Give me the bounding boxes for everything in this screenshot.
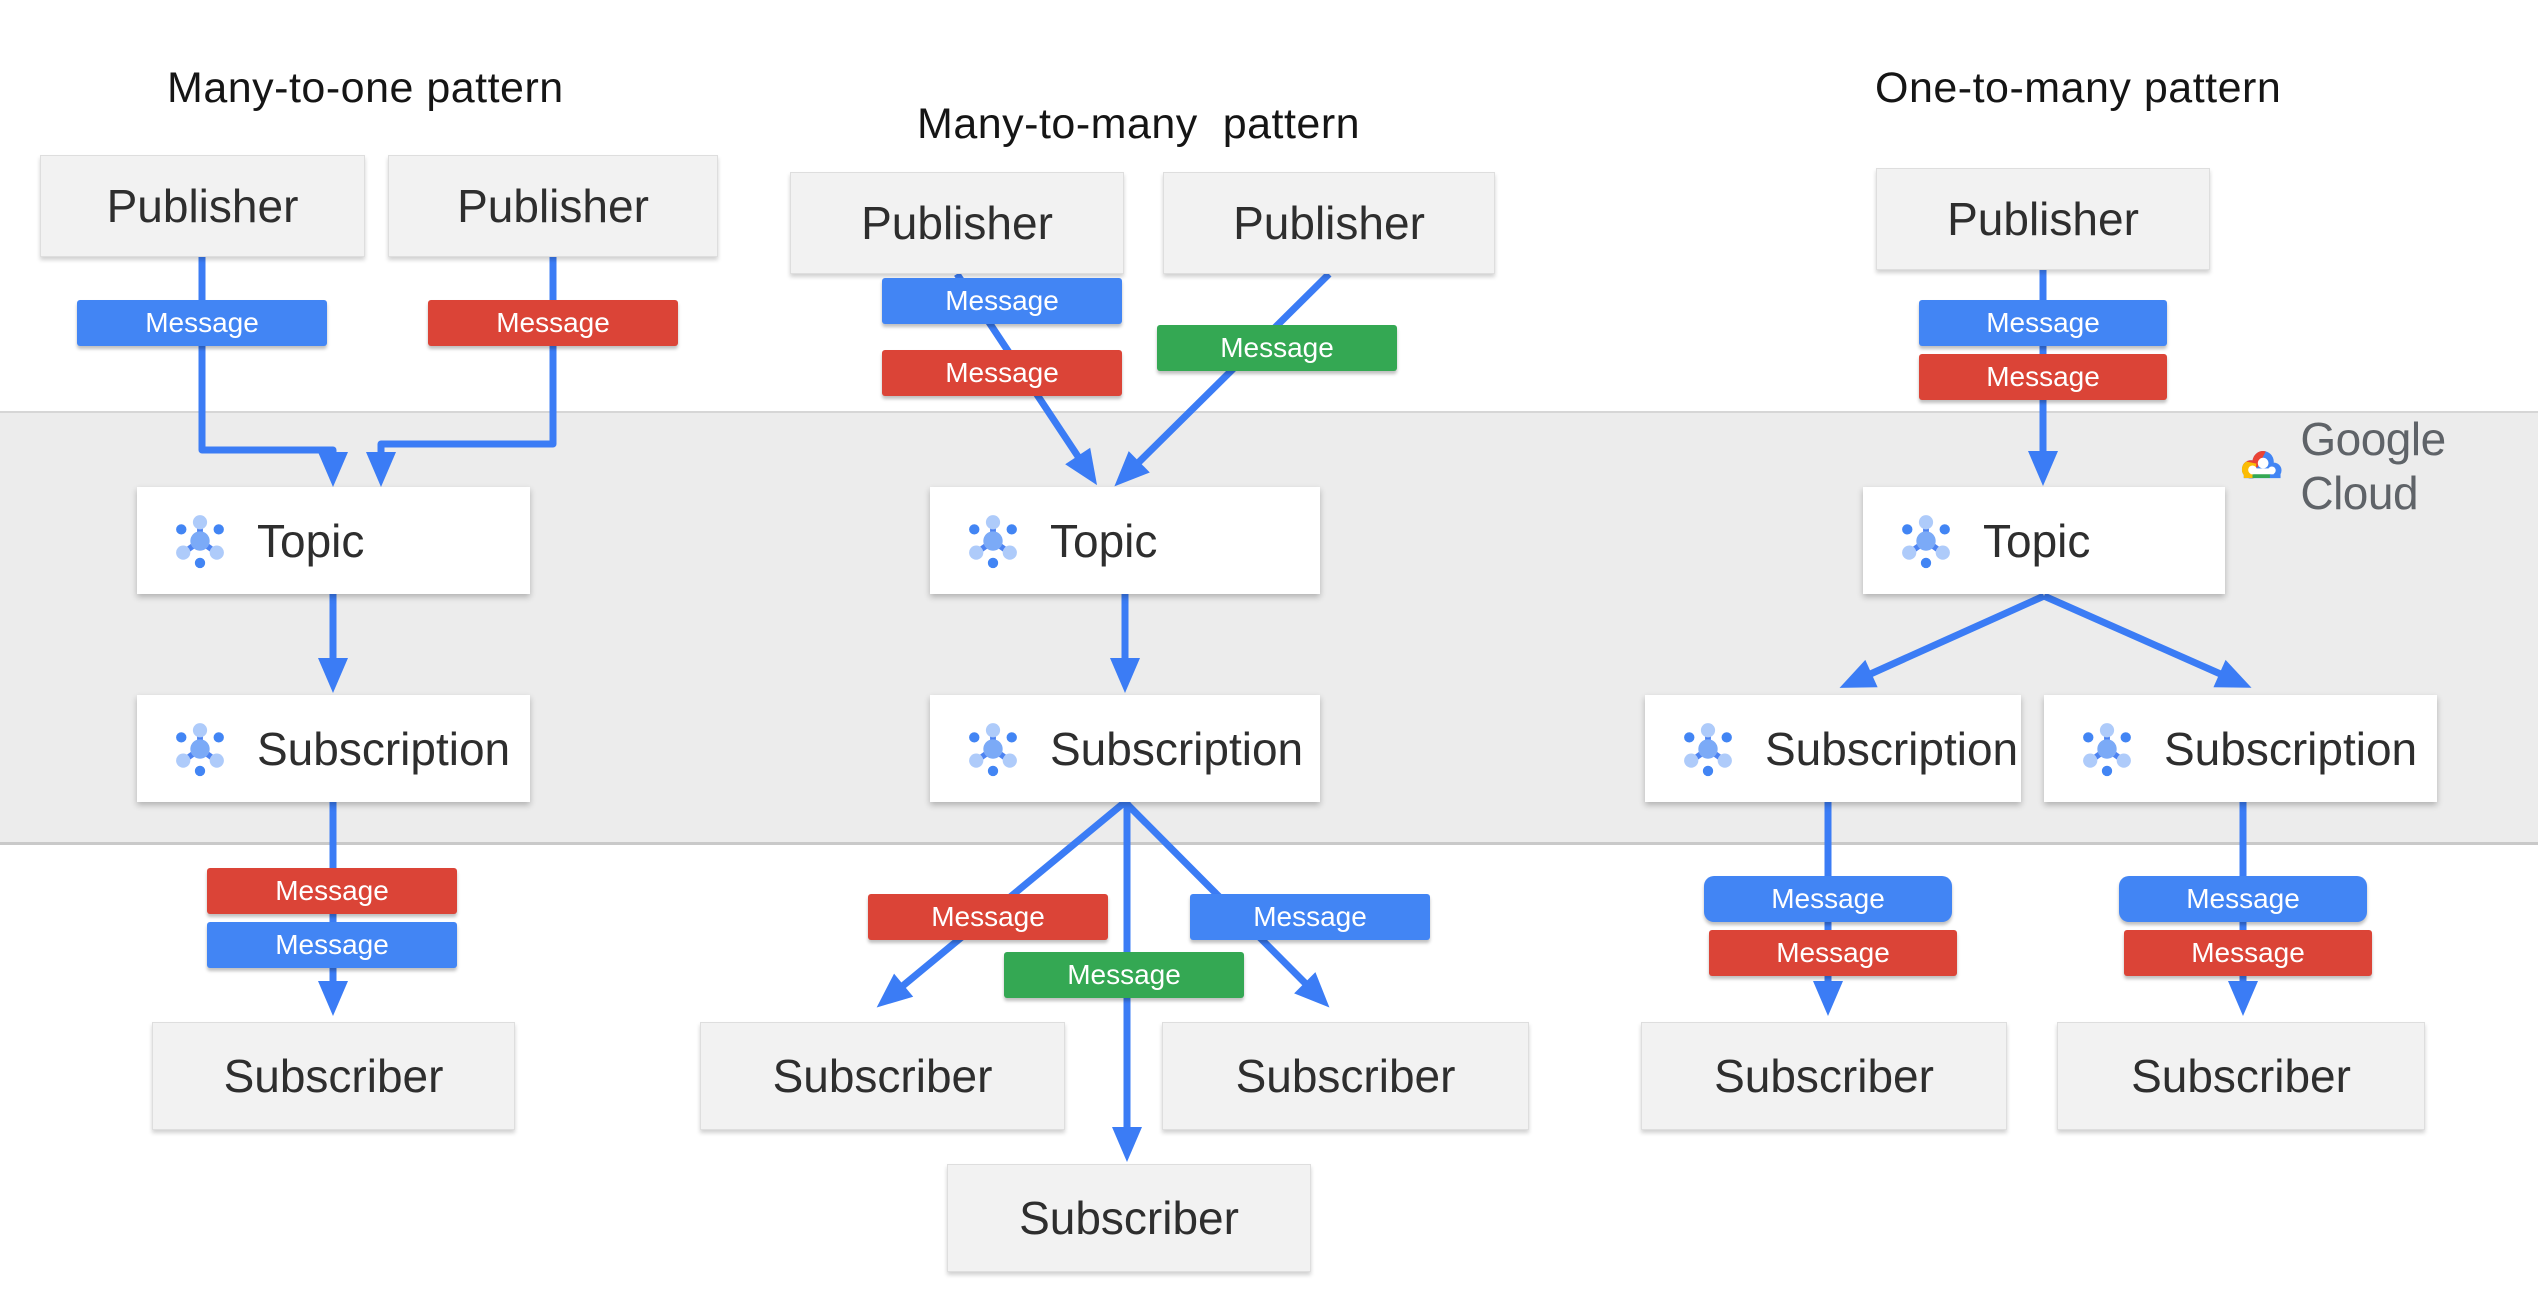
message-label: Message bbox=[931, 901, 1045, 932]
topic-label: Topic bbox=[1983, 514, 2091, 567]
message-badge: Message bbox=[77, 300, 327, 346]
pattern-title-many-to-many: Many-to-many pattern bbox=[917, 100, 1361, 148]
wire-p3-topic-subscription2 bbox=[2042, 592, 2252, 688]
subscriber-label: Subscriber bbox=[1235, 1050, 1456, 1102]
subscription-box: Subscription bbox=[2044, 695, 2437, 802]
message-badge: Message bbox=[428, 300, 678, 346]
message-badge: Message bbox=[868, 894, 1108, 940]
message-label: Message bbox=[1986, 361, 2100, 392]
subscription-box: Subscription bbox=[137, 695, 530, 802]
message-badge: Message bbox=[1157, 325, 1397, 371]
message-badge: Message bbox=[207, 868, 457, 914]
message-badge: Message bbox=[1190, 894, 1430, 940]
subscriber-box: Subscriber bbox=[1641, 1022, 2007, 1130]
message-label: Message bbox=[275, 929, 389, 960]
google-cloud-logo-icon bbox=[2241, 450, 2282, 479]
message-label: Message bbox=[1771, 883, 1885, 914]
message-label: Message bbox=[1986, 307, 2100, 338]
publisher-label: Publisher bbox=[1947, 193, 2139, 245]
publisher-label: Publisher bbox=[457, 180, 649, 232]
message-badge: Message bbox=[2119, 876, 2367, 922]
message-badge: Message bbox=[2124, 930, 2372, 976]
message-label: Message bbox=[1253, 901, 1367, 932]
wire-p1-pub1-topic bbox=[198, 257, 348, 487]
subscriber-box: Subscriber bbox=[152, 1022, 515, 1130]
subscriber-box: Subscriber bbox=[2057, 1022, 2425, 1130]
topic-label: Topic bbox=[257, 514, 365, 567]
pubsub-topic-icon bbox=[1895, 510, 1957, 572]
message-badge: Message bbox=[882, 350, 1122, 396]
subscriber-label: Subscriber bbox=[2131, 1050, 2351, 1102]
google-cloud-logo: Google Cloud bbox=[2238, 413, 2538, 519]
pubsub-topic-icon bbox=[962, 510, 1024, 572]
message-label: Message bbox=[1220, 332, 1334, 363]
message-badge: Message bbox=[207, 922, 457, 968]
publisher-box: Publisher bbox=[1163, 172, 1495, 274]
publisher-label: Publisher bbox=[861, 197, 1053, 249]
message-label: Message bbox=[275, 875, 389, 906]
publisher-box: Publisher bbox=[40, 155, 365, 257]
subscriber-box: Subscriber bbox=[700, 1022, 1065, 1130]
message-badge: Message bbox=[882, 278, 1122, 324]
pubsub-subscription-icon bbox=[2076, 718, 2138, 780]
subscription-label: Subscription bbox=[1765, 722, 2019, 775]
subscription-label: Subscription bbox=[257, 722, 511, 775]
message-label: Message bbox=[2191, 937, 2305, 968]
wire-p1-pub2-topic bbox=[366, 257, 557, 487]
subscriber-label: Subscriber bbox=[1714, 1050, 1934, 1102]
publisher-label: Publisher bbox=[106, 180, 299, 232]
pattern-title-many-to-one: Many-to-one pattern bbox=[167, 64, 564, 112]
message-label: Message bbox=[496, 307, 610, 338]
publisher-label: Publisher bbox=[1233, 197, 1425, 249]
topic-box: Topic bbox=[1863, 487, 2225, 594]
message-badge: Message bbox=[1704, 876, 1952, 922]
wire-p3-topic-subscription1 bbox=[1839, 592, 2046, 688]
subscription-label: Subscription bbox=[2164, 722, 2418, 775]
message-label: Message bbox=[145, 307, 259, 338]
topic-box: Topic bbox=[930, 487, 1320, 594]
publisher-box: Publisher bbox=[388, 155, 718, 257]
message-badge: Message bbox=[1919, 300, 2167, 346]
message-badge: Message bbox=[1919, 354, 2167, 400]
google-cloud-logo-text: Google Cloud bbox=[2300, 413, 2446, 519]
message-label: Message bbox=[945, 357, 1059, 388]
pubsub-subscription-icon bbox=[1677, 718, 1739, 780]
publisher-box: Publisher bbox=[1876, 168, 2210, 270]
subscriber-label: Subscriber bbox=[223, 1050, 444, 1102]
message-label: Message bbox=[945, 285, 1059, 316]
message-label: Message bbox=[1067, 959, 1181, 990]
subscription-box: Subscription bbox=[1645, 695, 2021, 802]
subscriber-label: Subscriber bbox=[772, 1050, 993, 1102]
message-label: Message bbox=[2186, 883, 2300, 914]
topic-label: Topic bbox=[1050, 514, 1158, 567]
subscriber-box: Subscriber bbox=[1162, 1022, 1529, 1130]
subscriber-label: Subscriber bbox=[1019, 1192, 1239, 1244]
subscriber-box: Subscriber bbox=[947, 1164, 1311, 1272]
pubsub-subscription-icon bbox=[169, 718, 231, 780]
message-badge: Message bbox=[1709, 930, 1957, 976]
pubsub-topic-icon bbox=[169, 510, 231, 572]
publisher-box: Publisher bbox=[790, 172, 1124, 274]
pubsub-subscription-icon bbox=[962, 718, 1024, 780]
subscription-label: Subscription bbox=[1050, 722, 1304, 775]
message-badge: Message bbox=[1004, 952, 1244, 998]
topic-box: Topic bbox=[137, 487, 530, 594]
subscription-box: Subscription bbox=[930, 695, 1320, 802]
pattern-title-one-to-many: One-to-many pattern bbox=[1875, 64, 2282, 112]
message-label: Message bbox=[1776, 937, 1890, 968]
